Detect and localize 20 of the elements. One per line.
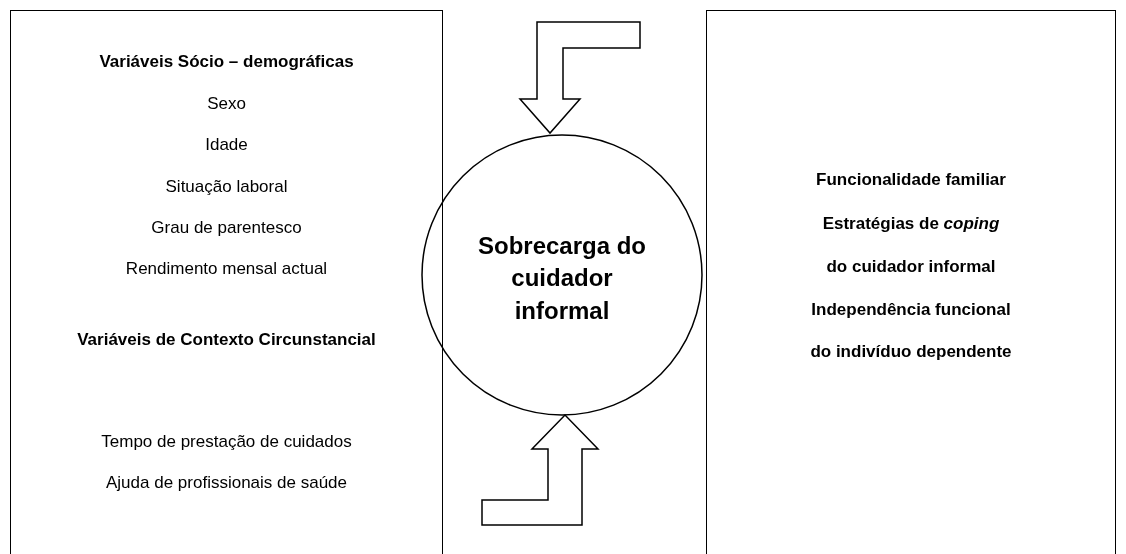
variable-label: Grau de parentesco: [150, 217, 303, 239]
variable-label: Rendimento mensal actual: [124, 258, 329, 280]
section-heading: Estratégias de coping: [821, 213, 1001, 235]
variable-label: Idade: [204, 134, 249, 156]
block-arrow: [518, 21, 641, 135]
section-heading: Independência funcional: [810, 299, 1012, 321]
variable-label: Tempo de prestação de cuidados: [100, 431, 353, 453]
section-heading: do cuidador informal: [825, 256, 997, 278]
section-heading: Variáveis de Contexto Circunstancial: [76, 329, 377, 351]
section-heading: Variáveis Sócio – demográficas: [98, 51, 355, 73]
variable-label: Situação laboral: [164, 176, 289, 198]
variable-panel: [10, 10, 443, 554]
circle-label: Sobrecarga do cuidador informal: [476, 231, 647, 326]
variable-label: Sexo: [206, 93, 247, 115]
section-heading: Funcionalidade familiar: [815, 169, 1007, 191]
variable-label: Ajuda de profissionais de saúde: [105, 472, 348, 494]
circle-shape: [421, 134, 703, 416]
section-heading: do indivíduo dependente: [809, 341, 1013, 363]
variable-panel: [706, 10, 1116, 554]
block-arrow: [481, 413, 600, 526]
